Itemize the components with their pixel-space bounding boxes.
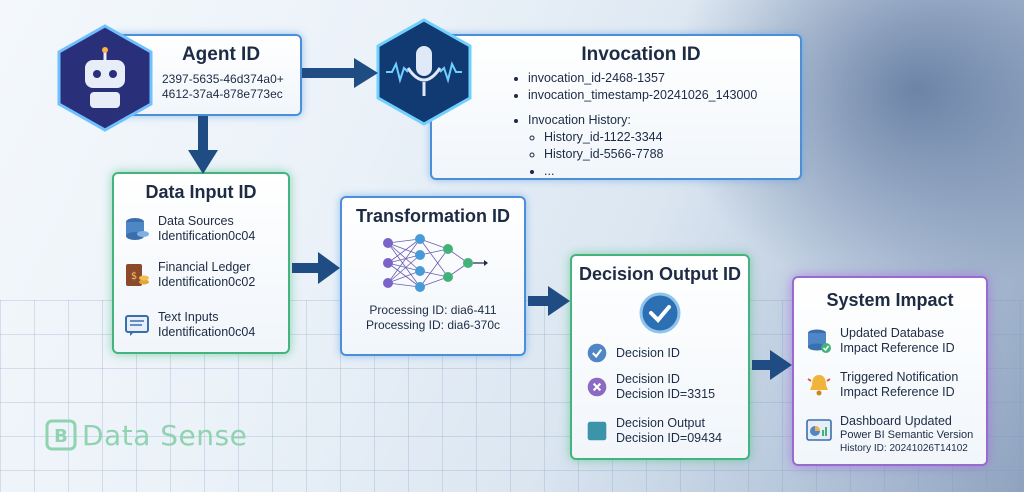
agent-id-line: 4612-37a4-878e773ec	[162, 87, 283, 101]
data-input-label: Text Inputs	[158, 310, 219, 324]
invocation-item: invocation_timestamp-20241026_143000	[528, 87, 800, 104]
history-item: ...	[544, 163, 800, 180]
transformation-id-title: Transformation ID	[355, 206, 511, 226]
agent-id-line: 2397-5635-46d374a0+	[162, 72, 284, 86]
impact-ref: Impact Reference ID	[840, 385, 955, 399]
transformation-id-box: Transformation ID Processing ID: dia6-41…	[340, 196, 526, 356]
impact-label: Triggered Notification	[840, 370, 959, 384]
svg-text:B: B	[54, 426, 68, 447]
impact-label: Updated Database	[840, 326, 945, 340]
history-item: History_id-1122-3344	[544, 129, 800, 146]
impact-ref: Power BI Semantic Version	[840, 429, 974, 441]
database-check-icon	[808, 329, 831, 353]
svg-text:$: $	[131, 271, 137, 282]
decision-row: Decision ID	[586, 342, 680, 364]
impact-label: Dashboard Updated	[840, 414, 952, 428]
ledger-icon: $	[126, 264, 149, 286]
processing-id: Processing ID: dia6-411	[369, 303, 497, 317]
neural-network-icon	[383, 234, 488, 292]
data-input-label: Financial Ledger	[158, 260, 251, 274]
x-circle-icon	[587, 377, 607, 397]
decision-output-id-title: Decision Output ID	[579, 264, 741, 284]
arrow-agent-to-invocation	[302, 58, 378, 88]
invocation-history-label: Invocation History:	[528, 112, 800, 129]
invocation-id-title: Invocation ID	[581, 44, 701, 65]
microphone-icon	[376, 18, 472, 126]
history-item: History_id-5566-7788	[544, 146, 800, 163]
bell-alert-icon	[807, 375, 831, 396]
check-circle-icon	[587, 343, 607, 363]
arrow-agent-to-data-input	[188, 116, 218, 174]
impact-history: History ID: 20241026T14102	[840, 443, 968, 454]
decision-id: Decision ID=3315	[616, 387, 716, 401]
database-icon	[126, 218, 149, 240]
arrow-decision-to-impact	[752, 350, 792, 380]
brand-mark-icon: B	[45, 419, 77, 451]
arrow-transformation-to-decision	[528, 286, 570, 316]
data-input-id: Identification0c04	[158, 325, 256, 339]
brand-name: Data Sense	[82, 418, 248, 452]
check-badge-icon	[639, 292, 681, 334]
processing-id: Processing ID: dia6-370c	[365, 318, 501, 332]
agent-id-title: Agent ID	[181, 44, 261, 65]
invocation-id-box: Invocation ID invocation_id-2468-1357 in…	[430, 34, 802, 180]
dashboard-icon	[806, 419, 832, 441]
document-icon	[125, 315, 149, 336]
decision-label: Decision Output	[616, 416, 705, 430]
decision-label: Decision ID	[616, 345, 680, 360]
square-icon	[587, 421, 607, 441]
arrow-data-input-to-transformation	[292, 252, 340, 284]
decision-id: Decision ID=09434	[616, 431, 722, 445]
data-input-id: Identification0c02	[158, 275, 256, 289]
data-input-id-title: Data Input ID	[145, 182, 257, 202]
brand-logo: B Data Sense	[44, 418, 247, 452]
data-input-id: Identification0c04	[158, 229, 256, 243]
impact-ref: Impact Reference ID	[840, 341, 955, 355]
system-impact-title: System Impact	[826, 290, 954, 310]
data-input-label: Data Sources	[158, 214, 234, 228]
invocation-item: invocation_id-2468-1357	[528, 70, 800, 87]
decision-label: Decision ID	[616, 372, 680, 386]
robot-icon	[57, 24, 153, 132]
